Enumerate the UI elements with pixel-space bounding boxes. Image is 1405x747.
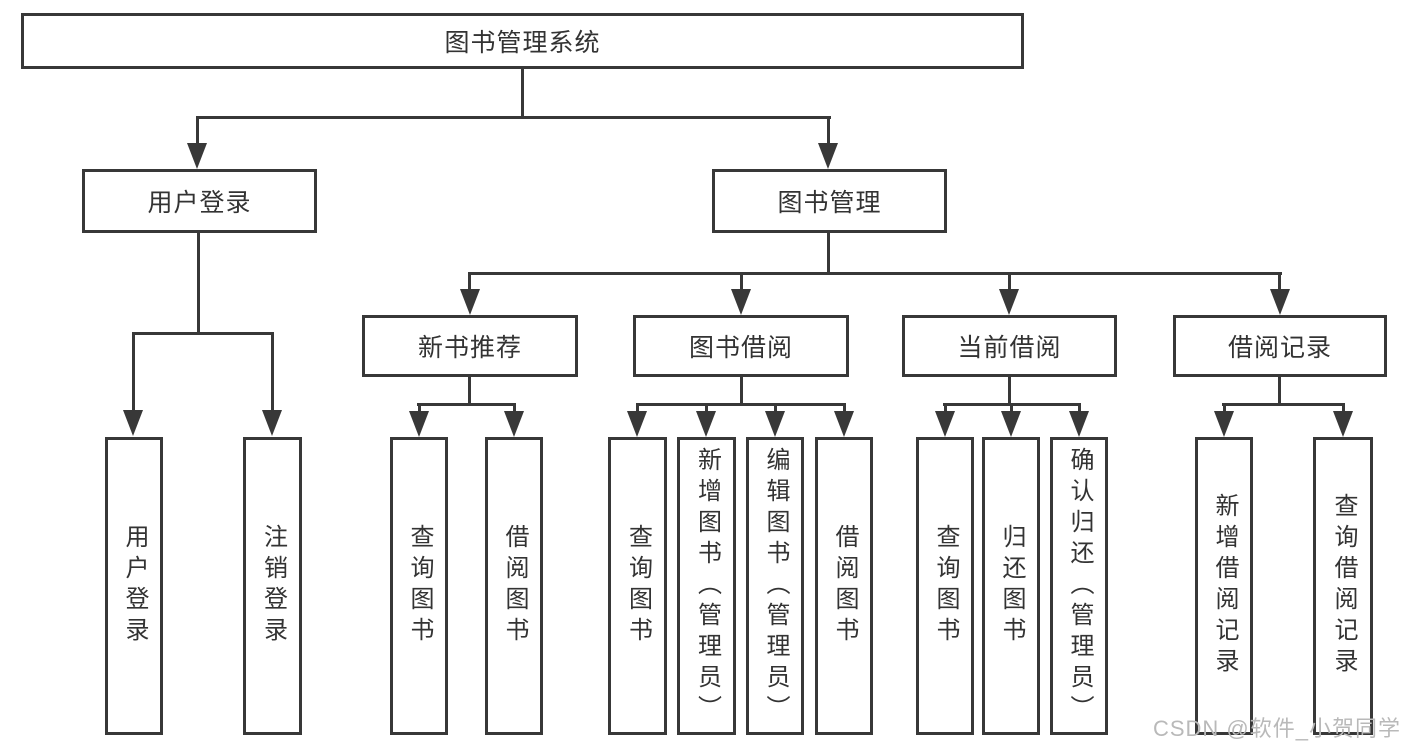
- connector: [132, 332, 135, 414]
- watermark: CSDN @软件_小贺同学: [1152, 716, 1401, 741]
- connector: [197, 233, 200, 335]
- connector: [944, 403, 947, 416]
- leaf-query-books-borrow-label: 查询图书: [624, 524, 652, 648]
- node-root-label: 图书管理系统: [444, 29, 601, 57]
- node-new-book-recommend-label: 新书推荐: [417, 334, 522, 362]
- arrow-down-icon: [765, 411, 785, 437]
- leaf-borrow-books-recommend-label: 借阅图书: [501, 524, 528, 648]
- leaf-query-borrow-record-label: 查询借阅记录: [1330, 493, 1357, 679]
- connector: [1342, 403, 1345, 416]
- arrow-down-icon: [627, 411, 647, 437]
- leaf-query-books-recommend: 查询图书: [390, 437, 448, 735]
- node-book-borrow-label: 图书借阅: [688, 334, 793, 362]
- arrow-down-icon: [731, 289, 751, 315]
- leaf-add-borrow-record: 新增借阅记录: [1195, 437, 1253, 735]
- arrow-down-icon: [1270, 289, 1290, 315]
- node-book-management-label: 图书管理: [777, 189, 882, 217]
- connector: [774, 403, 777, 416]
- connector: [705, 403, 708, 416]
- connector: [468, 272, 471, 294]
- connector: [827, 116, 830, 148]
- node-root: 图书管理系统: [21, 13, 1024, 69]
- connector: [1008, 272, 1011, 294]
- leaf-query-books-borrow: 查询图书: [608, 437, 667, 735]
- leaf-edit-books-admin: 编辑图书（管理员）: [746, 437, 804, 735]
- leaf-return-books: 归还图书: [982, 437, 1040, 735]
- connector: [521, 69, 524, 117]
- leaf-borrow-books: 借阅图书: [815, 437, 873, 735]
- arrow-down-icon: [262, 410, 282, 436]
- leaf-borrow-books-recommend: 借阅图书: [485, 437, 543, 735]
- arrow-down-icon: [123, 410, 143, 436]
- connector: [418, 403, 421, 416]
- arrow-down-icon: [1001, 411, 1021, 437]
- leaf-edit-books-admin-label: 编辑图书（管理员）: [762, 446, 789, 726]
- arrow-down-icon: [504, 411, 524, 437]
- connector: [740, 377, 743, 403]
- connector: [636, 403, 639, 416]
- arrow-down-icon: [935, 411, 955, 437]
- leaf-confirm-return-admin: 确认归还（管理员）: [1050, 437, 1108, 735]
- node-new-book-recommend: 新书推荐: [362, 315, 578, 377]
- arrow-down-icon: [999, 289, 1019, 315]
- arrow-down-icon: [460, 289, 480, 315]
- arrow-down-icon: [1333, 411, 1353, 437]
- node-current-borrow-label: 当前借阅: [957, 334, 1062, 362]
- arrow-down-icon: [409, 411, 429, 437]
- connector: [1222, 403, 1345, 406]
- leaf-add-books-admin-label: 新增图书（管理员）: [693, 446, 721, 726]
- node-book-borrow: 图书借阅: [633, 315, 849, 377]
- node-borrow-records: 借阅记录: [1173, 315, 1387, 377]
- node-user-login-label: 用户登录: [147, 189, 252, 217]
- leaf-add-borrow-record-label: 新增借阅记录: [1211, 493, 1238, 679]
- arrow-down-icon: [818, 143, 838, 169]
- arrow-down-icon: [1069, 411, 1089, 437]
- connector: [468, 272, 1282, 275]
- leaf-logout: 注销登录: [243, 437, 302, 735]
- connector: [468, 377, 471, 403]
- leaf-logout-label: 注销登录: [259, 524, 287, 648]
- leaf-user-login-label: 用户登录: [121, 524, 148, 648]
- connector: [1278, 272, 1281, 294]
- connector: [196, 116, 831, 119]
- connector: [513, 403, 516, 416]
- connector: [740, 272, 743, 294]
- leaf-return-books-label: 归还图书: [998, 524, 1025, 648]
- connector: [1010, 403, 1013, 416]
- connector: [1078, 403, 1081, 416]
- leaf-user-login: 用户登录: [105, 437, 163, 735]
- node-borrow-records-label: 借阅记录: [1227, 334, 1332, 362]
- node-current-borrow: 当前借阅: [902, 315, 1117, 377]
- connector: [132, 332, 274, 335]
- leaf-query-books-current-label: 查询图书: [932, 524, 959, 648]
- connector: [1223, 403, 1226, 416]
- leaf-query-books-recommend-label: 查询图书: [406, 524, 433, 648]
- leaf-add-books-admin: 新增图书（管理员）: [677, 437, 736, 735]
- arrow-down-icon: [187, 143, 207, 169]
- connector: [843, 403, 846, 416]
- leaf-query-books-current: 查询图书: [916, 437, 974, 735]
- arrow-down-icon: [1214, 411, 1234, 437]
- node-book-management: 图书管理: [712, 169, 947, 233]
- connector: [196, 116, 199, 148]
- connector: [1278, 377, 1281, 403]
- connector: [417, 403, 516, 406]
- connector: [271, 332, 274, 414]
- leaf-borrow-books-label: 借阅图书: [831, 524, 858, 648]
- node-user-login: 用户登录: [82, 169, 317, 233]
- connector: [827, 233, 830, 275]
- connector: [636, 403, 846, 406]
- connector: [1008, 377, 1011, 403]
- arrow-down-icon: [696, 411, 716, 437]
- leaf-confirm-return-admin-label: 确认归还（管理员）: [1066, 446, 1093, 726]
- arrow-down-icon: [834, 411, 854, 437]
- leaf-query-borrow-record: 查询借阅记录: [1313, 437, 1373, 735]
